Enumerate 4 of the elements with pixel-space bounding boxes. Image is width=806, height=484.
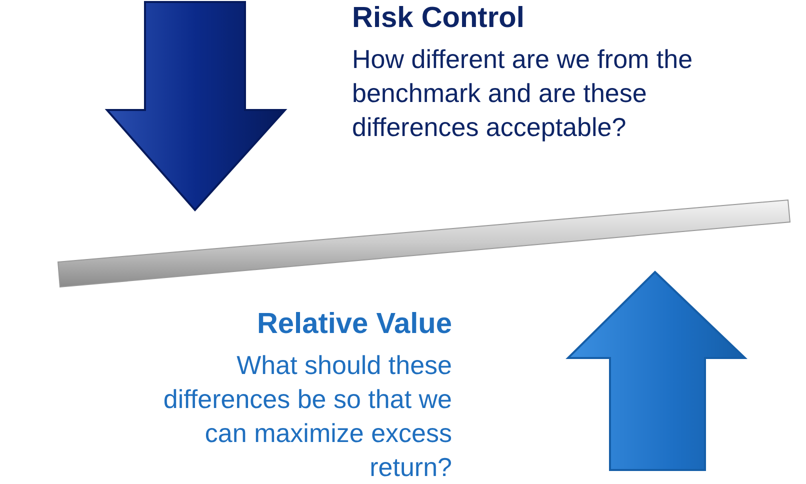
relative-value-question: What should these differences be so that we can maximize excess return?: [162, 349, 452, 484]
risk-control-question: How different are we from the benchmark and are these differences acceptable?: [352, 43, 694, 144]
relative-value-heading: Relative Value: [256, 308, 452, 341]
risk-control-heading: Risk Control: [352, 2, 524, 35]
